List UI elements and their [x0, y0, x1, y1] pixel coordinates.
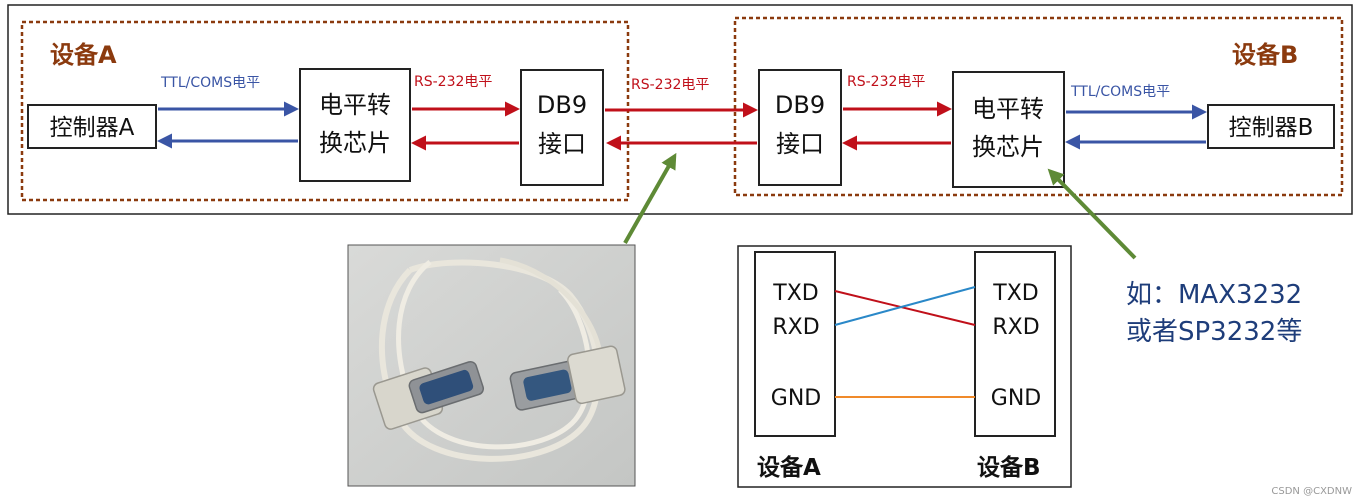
- level-chip-a-line1: 电平转: [319, 91, 391, 119]
- level-chip-a-line2: 换芯片: [319, 129, 391, 157]
- pin-a-txd: TXD: [772, 281, 818, 306]
- ttl-label-a: TTL/COMS电平: [160, 75, 260, 91]
- db9-a-line2: 接口: [538, 130, 586, 158]
- wiring-label-b: 设备B: [977, 454, 1041, 481]
- pin-b-txd: TXD: [992, 281, 1038, 306]
- pin-a-rxd: RXD: [772, 315, 819, 340]
- device-b-label: 设备B: [1232, 41, 1298, 69]
- device-a-label: 设备A: [50, 41, 117, 69]
- rs232-label-b: RS-232电平: [847, 74, 925, 90]
- wire-txd-a-to-rxd-b: [834, 290, 976, 326]
- pointer-arrow-cable: [623, 152, 677, 244]
- db9-b-line1: DB9: [775, 91, 825, 119]
- outer-frame: [7, 4, 1353, 215]
- controller-b-label: 控制器B: [1229, 115, 1314, 141]
- pin-a-gnd: GND: [771, 386, 821, 411]
- controller-b-box: [1207, 104, 1335, 149]
- wiring-device-b-box: [974, 251, 1056, 437]
- level-chip-a-box: [299, 68, 411, 182]
- pin-b-rxd: RXD: [992, 315, 1039, 340]
- db9-b-box: [758, 69, 842, 186]
- db9-a-box: [520, 69, 604, 186]
- example-note-line1: 如：MAX3232: [1126, 280, 1302, 310]
- serial-cable-photo: [347, 244, 636, 487]
- rs232-label-a: RS-232电平: [414, 74, 492, 90]
- level-chip-b-box: [952, 71, 1065, 188]
- device-b-box: [733, 16, 1344, 197]
- wiring-device-a-box: [754, 251, 836, 437]
- wiring-label-a: 设备A: [757, 454, 821, 481]
- rs232-label-cable: RS-232电平: [631, 77, 709, 93]
- wire-rxd-a-to-txd-b: [834, 286, 976, 326]
- example-note-line2: 或者SP3232等: [1126, 317, 1302, 347]
- pin-b-gnd: GND: [991, 386, 1041, 411]
- db9-b-line2: 接口: [776, 130, 824, 158]
- pointer-arrow-chip: [1047, 168, 1137, 260]
- db9-a-line1: DB9: [537, 91, 587, 119]
- watermark: CSDN @CXDNW: [1271, 486, 1352, 497]
- level-chip-b-line1: 电平转: [972, 95, 1044, 123]
- controller-a-box: [27, 104, 157, 149]
- controller-a-label: 控制器A: [50, 115, 135, 141]
- ttl-label-b: TTL/COMS电平: [1070, 84, 1170, 100]
- level-chip-b-line2: 换芯片: [972, 133, 1044, 161]
